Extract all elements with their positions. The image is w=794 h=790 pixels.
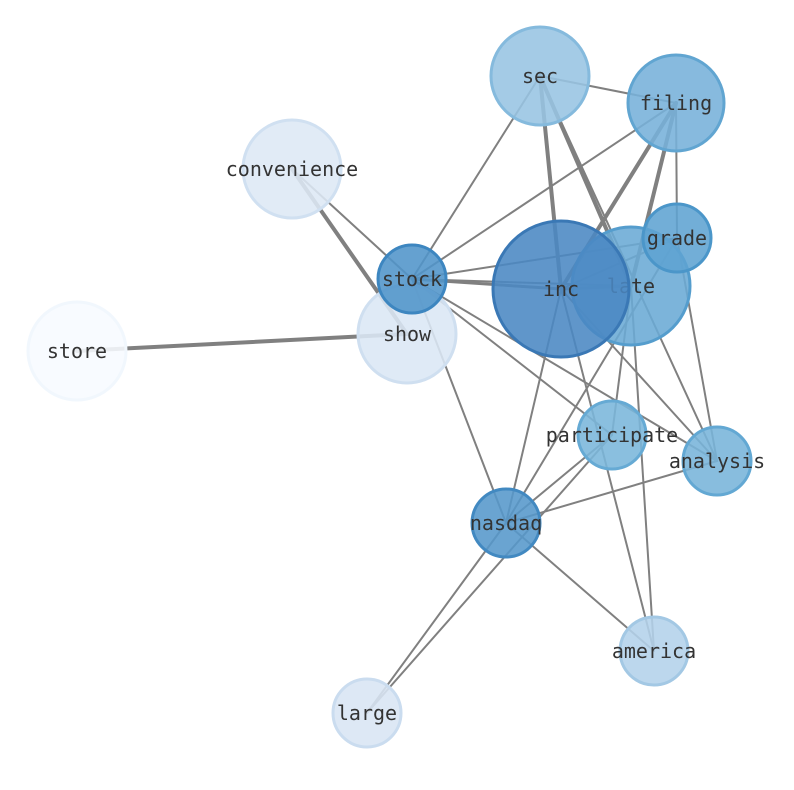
node-label-inc: inc <box>543 277 579 301</box>
edge-layer <box>75 74 718 714</box>
node-large: large <box>331 677 403 749</box>
edge-late-america <box>630 285 655 652</box>
node-circle-stock <box>376 243 448 315</box>
node-circle-inc <box>491 219 631 359</box>
node-circle-america <box>618 615 690 687</box>
node-nasdaq: nasdaq <box>470 487 542 559</box>
node-grade: grade <box>641 202 713 274</box>
edge-stock-analysis <box>411 278 718 462</box>
node-label-convenience: convenience <box>226 157 358 181</box>
node-label-filing: filing <box>640 91 712 115</box>
node-filing: filing <box>626 53 726 153</box>
node-circle-sec <box>489 25 591 127</box>
node-label-large: large <box>337 701 397 725</box>
node-label-participate: participate <box>546 423 678 447</box>
node-circle-filing <box>626 53 726 153</box>
node-label-analysis: analysis <box>669 449 765 473</box>
edge-nasdaq-analysis <box>505 460 718 524</box>
node-circle-participate <box>576 399 648 471</box>
node-circle-analysis <box>681 425 753 497</box>
node-store: store <box>26 300 128 402</box>
node-label-nasdaq: nasdaq <box>470 511 542 535</box>
edge-store-show <box>75 332 409 353</box>
edge-participate-large <box>366 434 613 714</box>
node-label-grade: grade <box>647 226 707 250</box>
node-label-america: america <box>612 639 696 663</box>
node-stock: stock <box>376 243 448 315</box>
node-sec: sec <box>489 25 591 127</box>
node-participate: participate <box>546 399 678 471</box>
node-circle-grade <box>641 202 713 274</box>
node-america: america <box>612 615 696 687</box>
node-circle-nasdaq <box>470 487 542 559</box>
node-convenience: convenience <box>226 118 358 220</box>
edge-nasdaq-large <box>366 522 507 714</box>
node-layer: store show convenience large america sec parti… <box>26 25 765 749</box>
node-label-stock: stock <box>382 267 442 291</box>
node-circle-large <box>331 677 403 749</box>
node-inc: inc <box>491 219 631 359</box>
node-circle-convenience <box>241 118 343 220</box>
node-label-sec: sec <box>522 64 558 88</box>
node-label-show: show <box>383 322 432 346</box>
node-analysis: analysis <box>669 425 765 497</box>
node-label-store: store <box>47 339 107 363</box>
node-circle-store <box>26 300 128 402</box>
edge-stock-filing <box>411 102 677 280</box>
